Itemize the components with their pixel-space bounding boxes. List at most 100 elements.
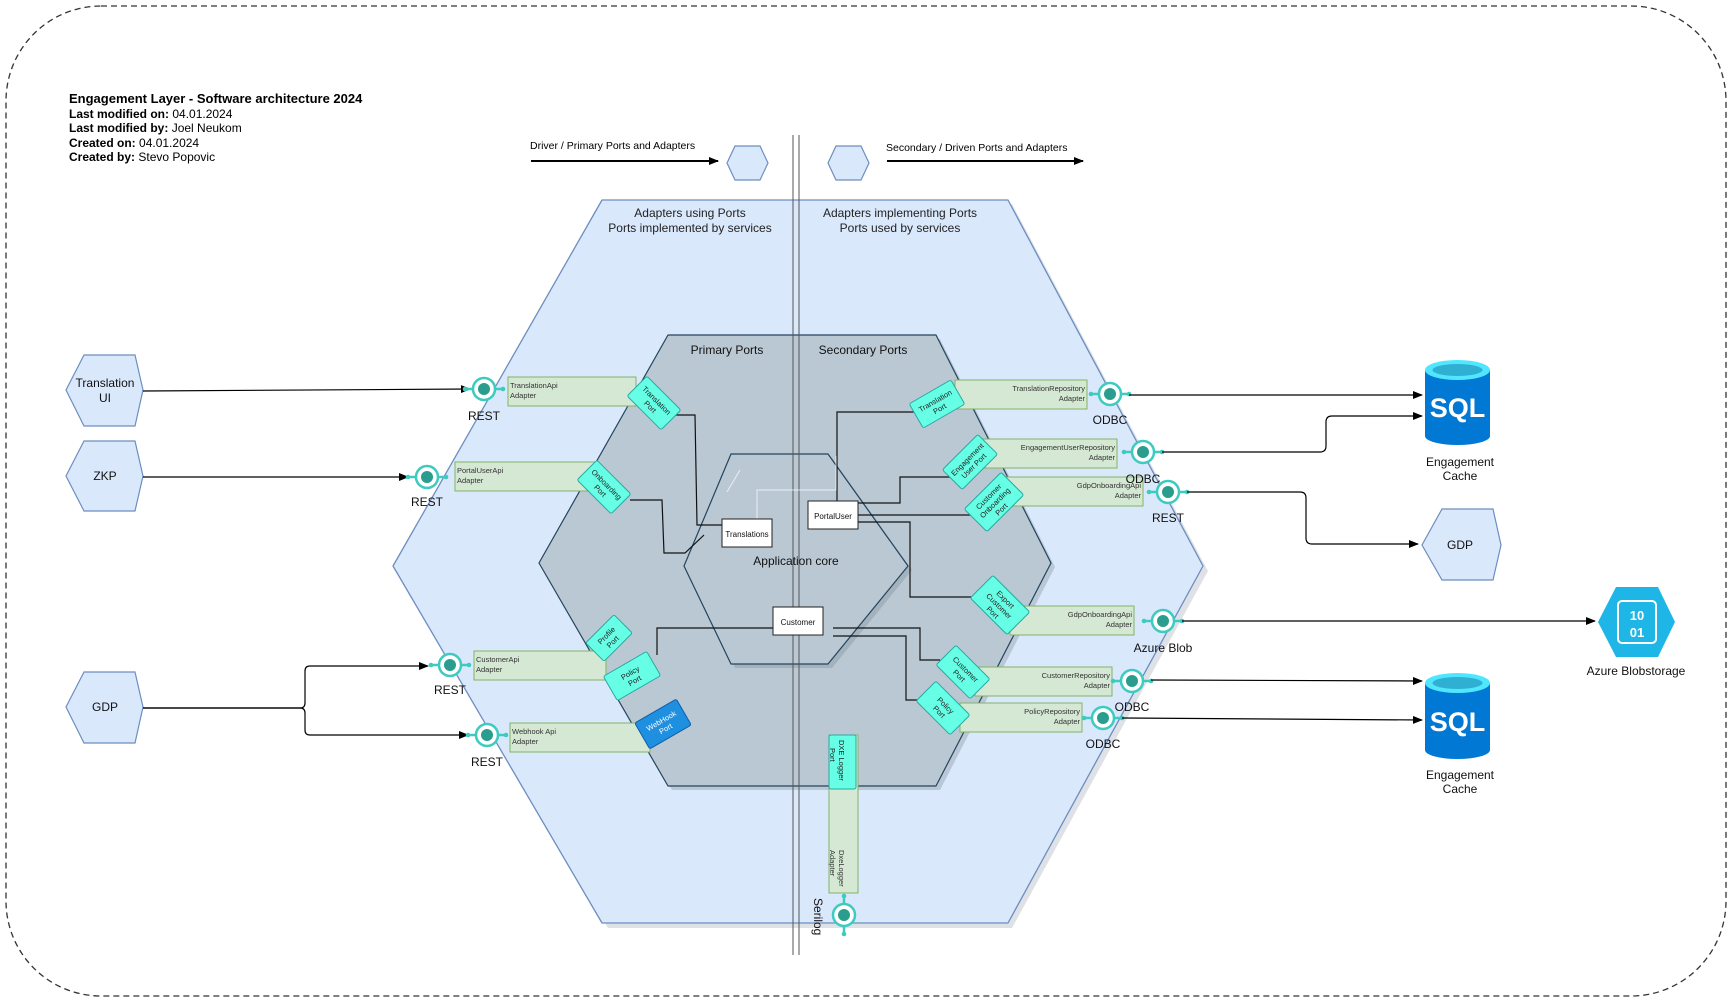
port-profile: Profile Port	[585, 614, 633, 662]
label-rest-3: REST	[434, 683, 467, 697]
adapter-dxe-logger-text: DxeLoggerAdapter	[828, 850, 846, 887]
port-dxe-logger	[828, 734, 857, 790]
adapter-gdponboarding-api-b	[1009, 605, 1135, 636]
actor-translation-ui-line2: UI	[99, 391, 111, 405]
adapter-customer-repo	[974, 666, 1113, 697]
modified-on-line: Last modified on: 04.01.2024	[69, 107, 362, 122]
modified-by-line: Last modified by: Joel Neukom	[69, 121, 362, 136]
sql-text-top: SQL	[1430, 393, 1486, 423]
modified-by-value: Joel Neukom	[171, 121, 242, 135]
core-translations-label: Translations	[725, 530, 768, 539]
adapter-translation-repo-line1: TranslationRepository	[1012, 384, 1085, 393]
actor-zkp	[65, 440, 144, 512]
adapter-gdponboarding-api-a-line2: Adapter	[1115, 491, 1142, 500]
adapter-customer-repo-line1: CustomerRepository	[1042, 671, 1111, 680]
diagram-metadata: Engagement Layer - Software architecture…	[69, 91, 363, 165]
left-flows	[142, 385, 471, 739]
port-export-customer: Export Customer Port	[970, 575, 1030, 635]
outer-right-line2: Ports used by services	[840, 221, 961, 235]
adapter-customer-api-line2: Adapter	[476, 665, 503, 674]
sql-database-icon-bottom: SQL	[1425, 673, 1490, 759]
label-azure-blob: Azure Blob	[1134, 641, 1193, 655]
port-translation-left: Translation Port	[627, 376, 681, 430]
legend-secondary-label: Secondary / Driven Ports and Adapters	[886, 142, 1068, 154]
adapter-engagementuser-repo-line1: EngagementUserRepository	[1021, 443, 1115, 452]
adapter-webhook-api-line1: Webhook Api	[512, 727, 556, 736]
actor-translation-ui	[65, 354, 144, 427]
sql-text-bottom: SQL	[1430, 707, 1486, 737]
modified-on-value: 04.01.2024	[172, 106, 233, 121]
core-label: Application core	[753, 554, 839, 568]
actor-gdp-right	[1421, 508, 1502, 581]
created-by-line: Created by: Stevo Popovic	[69, 150, 362, 165]
adapter-portaluser-api-line1: PortalUserApi	[457, 466, 504, 475]
adapter-customer-api	[473, 650, 607, 681]
created-by-value: Stevo Popovic	[138, 150, 216, 164]
label-odbc-1: ODBC	[1093, 413, 1128, 427]
outer-right-line1: Adapters implementing Ports	[823, 206, 977, 220]
adapter-portaluser-api-line2: Adapter	[457, 476, 484, 485]
adapter-customer-repo-line2: Adapter	[1084, 681, 1111, 690]
legend-primary-label: Driver / Primary Ports and Adapters	[530, 140, 695, 152]
core-customer-label: Customer	[781, 618, 816, 627]
modified-on-label: Last modified on:	[69, 106, 169, 121]
core-portaluser-label: PortalUser	[814, 512, 852, 521]
modified-by-label: Last modified by:	[69, 121, 169, 135]
blob-bits-line1: 10	[1630, 608, 1644, 623]
label-odbc-2: ODBC	[1126, 472, 1161, 486]
inner-secondary-label: Secondary Ports	[819, 343, 908, 357]
label-serilog: Serilog	[811, 898, 825, 935]
label-odbc-3: ODBC	[1115, 700, 1150, 714]
created-by-label: Created by:	[69, 150, 136, 164]
actor-gdp-left-label: GDP	[92, 700, 118, 714]
port-customer-onboarding: Customer Onboarding Port	[964, 472, 1024, 532]
adapter-translation-api-line1: TranslationApi	[510, 381, 558, 390]
adapter-portaluser-api	[454, 461, 598, 492]
cache-bottom-line1: Engagement	[1426, 768, 1495, 782]
adapter-policy-repo-line1: PolicyRepository	[1024, 707, 1080, 716]
label-rest-4: REST	[471, 755, 504, 769]
dashed-container	[5, 5, 1727, 997]
adapter-webhook-api	[509, 722, 651, 753]
blob-bits-line2: 01	[1630, 625, 1644, 640]
cache-bottom-line2: Cache	[1443, 782, 1478, 796]
actor-translation-ui-line1: Translation	[76, 376, 135, 390]
created-on-line: Created on: 04.01.2024	[69, 136, 362, 151]
actor-gdp-left	[65, 671, 144, 744]
diagram-title: Engagement Layer - Software architecture…	[69, 91, 363, 106]
created-on-value: 04.01.2024	[139, 135, 200, 150]
adapter-webhook-api-line2: Adapter	[512, 737, 539, 746]
adapter-gdponboarding-api-a	[999, 476, 1144, 507]
adapter-gdponboarding-api-b-line1: GdpOnboardingApi	[1068, 610, 1133, 619]
label-rest-1: REST	[468, 409, 501, 423]
outer-left-line1: Adapters using Ports	[634, 206, 745, 220]
cache-top-line1: Engagement	[1426, 455, 1495, 469]
adapter-translation-repo	[954, 379, 1088, 410]
port-dxe-logger-line1: DXE Logger	[837, 740, 846, 781]
adapter-translation-api-line2: Adapter	[510, 391, 537, 400]
inner-primary-label: Primary Ports	[691, 343, 764, 357]
port-dxe-logger-text: DXE LoggerPort	[828, 740, 846, 781]
adapter-gdponboarding-api-a-line1: GdpOnboardingApi	[1077, 481, 1142, 490]
legend-primary-hexagon	[726, 145, 769, 181]
sql-database-icon-top: SQL	[1425, 360, 1490, 445]
cache-top-line2: Cache	[1443, 469, 1478, 483]
core-box-translations	[721, 518, 773, 548]
port-dxe-logger-line2: Port	[828, 748, 837, 763]
actor-gdp-right-label: GDP	[1447, 538, 1473, 552]
adapter-dxe-logger-line2: Adapter	[828, 850, 837, 877]
adapter-translation-repo-line2: Adapter	[1059, 394, 1086, 403]
label-rest-2: REST	[411, 495, 444, 509]
adapter-engagementuser-repo	[979, 438, 1118, 469]
adapter-dxe-logger-line1: DxeLogger	[837, 850, 846, 887]
actor-zkp-label: ZKP	[93, 469, 116, 483]
adapter-policy-repo-line2: Adapter	[1054, 717, 1081, 726]
core-box-portaluser	[807, 500, 859, 530]
azure-blobstorage-icon: 10 01	[1598, 587, 1675, 657]
adapter-engagementuser-repo-line2: Adapter	[1089, 453, 1116, 462]
core-box-customer	[772, 606, 824, 636]
port-policy-right: Policy Port	[916, 681, 970, 735]
outer-left-line2: Ports implemented by services	[608, 221, 771, 235]
internal-wiring	[630, 411, 980, 701]
